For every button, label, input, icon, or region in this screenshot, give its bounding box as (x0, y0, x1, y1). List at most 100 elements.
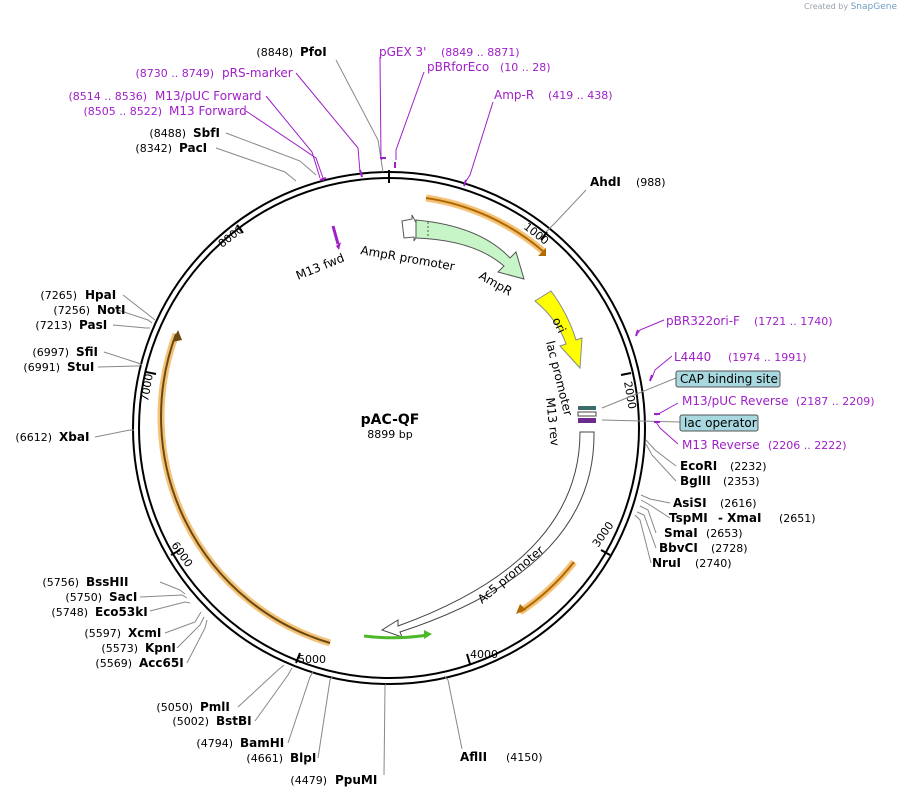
enzyme-sfii: SfiI (76, 345, 98, 359)
primer-pos-amp-r: (419 .. 438) (548, 89, 613, 102)
enzyme-labels: (8848) PfoI (8488) SbfI (8342) PacI AhdI… (15, 45, 815, 787)
enzyme-pos-saci: (5750) (65, 591, 102, 604)
enzyme-bbvci: BbvCI (659, 541, 698, 555)
primer-leaders (245, 56, 681, 445)
label-cap-binding-site: CAP binding site (680, 372, 778, 386)
enzyme-xcmi: XcmI (128, 626, 161, 640)
cap-binding-site-box: CAP binding site (675, 370, 781, 388)
credit-prefix: Created by (804, 2, 849, 11)
enzyme-pos-tspmi: (2651) (779, 512, 816, 525)
enzyme-pos-asisi: (2616) (720, 497, 757, 510)
primer-m13-puc-forward: M13/pUC Forward (155, 89, 262, 103)
tick-4000: 4000 (470, 648, 498, 661)
primer-pos-m13-forward: (8505 .. 8522) (83, 105, 162, 118)
primer-m13-puc-reverse: M13/pUC Reverse (682, 394, 789, 408)
backbone-highlights (157, 194, 577, 647)
primer-pos-pbrforeco: (10 .. 28) (500, 61, 551, 74)
enzyme-pos-sfii: (6997) (32, 346, 69, 359)
primer-pos-m13-puc-forward: (8514 .. 8536) (68, 90, 147, 103)
enzyme-pos-blpi: (4661) (246, 752, 283, 765)
primer-pbrforeco: pBRforEco (427, 60, 489, 74)
enzyme-pmli: PmlI (200, 700, 230, 714)
primer-labels: pGEX 3' (8849 .. 8871) pBRforEco (10 .. … (68, 45, 874, 452)
m13-fwd-primer (331, 225, 341, 250)
enzyme-kpni: KpnI (145, 641, 176, 655)
label-ori: ori (549, 315, 568, 335)
enzyme-stui: StuI (67, 360, 94, 374)
enzyme-pos-paci: (8342) (135, 142, 172, 155)
enzyme-pos-bamhi: (4794) (196, 737, 233, 750)
enzyme-bstbi: BstBI (216, 714, 252, 728)
enzyme-pos-sbfi: (8488) (149, 127, 186, 140)
enzyme-smai: SmaI (664, 526, 698, 540)
enzyme-pfoi: PfoI (300, 45, 327, 59)
enzyme-sbfi: SbfI (193, 126, 220, 140)
enzyme-pos-bglii: (2353) (723, 475, 760, 488)
enzyme-pos-pfoi: (8848) (256, 46, 293, 59)
enzyme-paci: PacI (179, 141, 207, 155)
label-lac-operator: lac operator (684, 416, 757, 430)
enzyme-pos-kpni: (5573) (101, 642, 138, 655)
primer-l4440: L4440 (674, 350, 711, 364)
enzyme-pos-pmli: (5050) (156, 701, 193, 714)
green-arrow (363, 630, 432, 640)
enzyme-pos-xbai: (6612) (15, 431, 52, 444)
enzyme-tspmi: TspMI (669, 511, 708, 525)
primer-pos-m13-reverse: (2206 .. 2222) (768, 439, 847, 452)
tick-7000: 7000 (138, 373, 156, 403)
primer-pos-l4440: (1974 .. 1991) (728, 351, 807, 364)
enzyme-pos-bbvci: (2728) (711, 542, 748, 555)
enzyme-pos-ppumi: (4479) (290, 774, 327, 787)
enzyme-aflii: AflII (460, 750, 487, 764)
credit-brand: SnapGene (850, 2, 897, 12)
enzyme-bamhi: BamHI (240, 736, 284, 750)
enzyme-ppumi: PpuMI (335, 773, 377, 787)
enzyme-pos-stui: (6991) (23, 361, 60, 374)
enzyme-pos-eco53ki: (5748) (51, 606, 88, 619)
enzyme-pos-smai: (2653) (706, 527, 743, 540)
label-m13-rev: M13 rev (543, 397, 562, 447)
primer-pos-pbr322ori-f: (1721 .. 1740) (754, 315, 833, 328)
primer-m13-reverse: M13 Reverse (682, 438, 760, 452)
enzyme-pos-nrui: (2740) (695, 557, 732, 570)
enzyme-pos-acc65i: (5569) (95, 657, 132, 670)
enzyme-xmai: - XmaI (718, 511, 761, 525)
plasmid-length: 8899 bp (367, 428, 412, 441)
enzyme-pos-aflii: (4150) (506, 751, 543, 764)
primer-pbr322ori-f: pBR322ori-F (666, 314, 740, 328)
enzyme-hpai: HpaI (85, 288, 116, 302)
enzyme-saci: SacI (109, 590, 137, 604)
tick-2000: 2000 (621, 380, 639, 410)
enzyme-blpi: BlpI (290, 751, 316, 765)
tick-3000: 3000 (590, 519, 617, 549)
enzyme-asisi: AsiSI (673, 496, 707, 510)
enzyme-pos-noti: (7256) (53, 304, 90, 317)
tick-5000: 5000 (298, 653, 326, 666)
enzyme-pos-ecori: (2232) (730, 460, 767, 473)
enzyme-leaders (94, 59, 677, 776)
primer-pgex3: pGEX 3' (379, 45, 426, 59)
primer-pos-pgex3: (8849 .. 8871) (441, 46, 520, 59)
enzyme-noti: NotI (97, 303, 126, 317)
primer-m13-forward: M13 Forward (169, 104, 247, 118)
enzyme-ecori: EcoRI (680, 459, 717, 473)
snapgene-credit: Created by SnapGene (804, 2, 897, 12)
label-m13-fwd: M13 fwd (294, 251, 346, 283)
lac-region (577, 406, 597, 423)
enzyme-pos-bstbi: (5002) (172, 715, 209, 728)
enzyme-eco53ki: Eco53kI (95, 605, 148, 619)
enzyme-pos-hpai: (7265) (40, 289, 77, 302)
primer-prs-marker: pRS-marker (222, 66, 293, 80)
label-ampr-promoter: AmpR promoter (359, 243, 455, 273)
enzyme-ahdi: AhdI (590, 175, 621, 189)
enzyme-nrui: NruI (652, 556, 681, 570)
primer-pos-m13-puc-reverse: (2187 .. 2209) (796, 395, 875, 408)
enzyme-xbai: XbaI (59, 430, 89, 444)
lac-operator-box: lac operator (679, 414, 759, 432)
enzyme-pos-ahdi: (988) (636, 176, 666, 189)
tick-marks (145, 224, 632, 665)
enzyme-pos-bsshii: (5756) (42, 576, 79, 589)
enzyme-pos-pasi: (7213) (35, 319, 72, 332)
plasmid-name: pAC-QF (361, 412, 420, 428)
